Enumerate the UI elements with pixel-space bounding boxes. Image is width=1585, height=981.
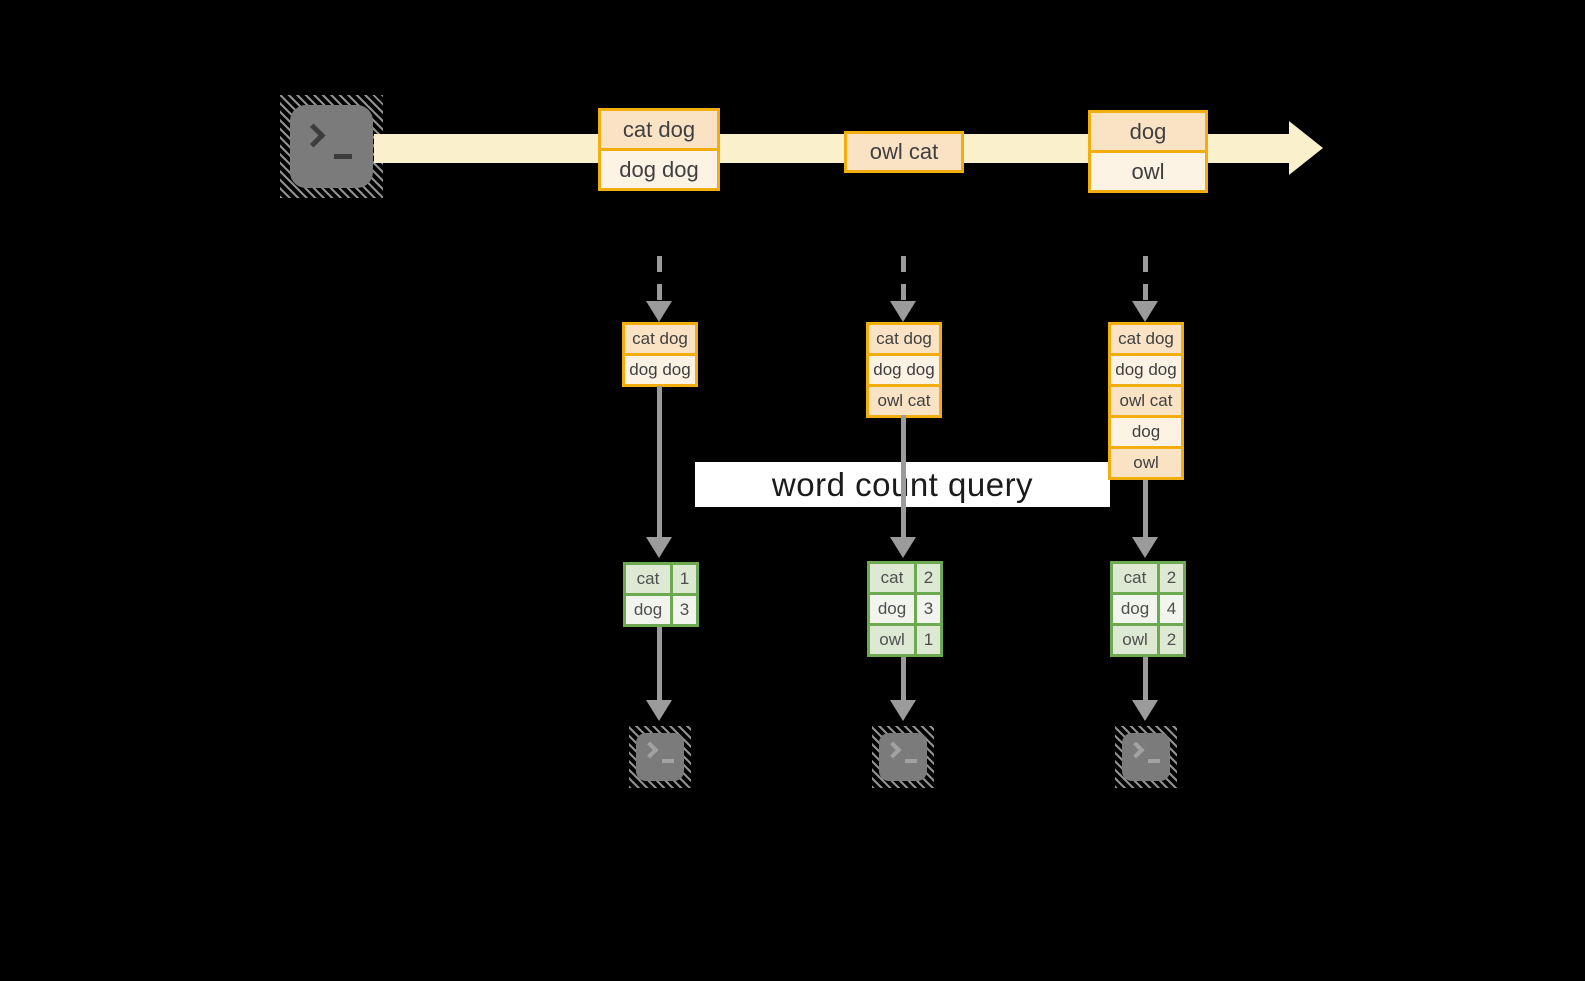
ingest-arrow-line-3 bbox=[1143, 256, 1148, 302]
query-arrow-line-2 bbox=[901, 415, 906, 538]
count-word: owl bbox=[1113, 626, 1157, 654]
terminal-screen bbox=[636, 733, 684, 781]
count-value: 2 bbox=[917, 564, 940, 592]
state-line: cat dog bbox=[1111, 325, 1181, 353]
output-arrowhead-icon-2 bbox=[890, 700, 916, 721]
state-line: dog bbox=[1111, 418, 1181, 446]
stream-event-line: owl bbox=[1091, 153, 1205, 190]
output-terminal-icon-2 bbox=[872, 726, 934, 788]
count-value: 3 bbox=[673, 596, 696, 624]
count-word: cat bbox=[626, 565, 670, 593]
accumulated-state-box-3: cat dog dog dog owl cat dog owl bbox=[1108, 322, 1184, 480]
output-arrow-line-2 bbox=[901, 657, 906, 701]
state-line: dog dog bbox=[869, 356, 939, 384]
count-table-3: cat 2 dog 4 owl 2 bbox=[1110, 561, 1186, 657]
output-terminal-icon-1 bbox=[629, 726, 691, 788]
query-arrowhead-icon-2 bbox=[890, 537, 916, 558]
terminal-screen bbox=[1122, 733, 1170, 781]
count-value: 1 bbox=[917, 626, 940, 654]
prompt-cursor-icon bbox=[905, 759, 917, 763]
count-value: 1 bbox=[673, 565, 696, 593]
ingest-arrowhead-icon-3 bbox=[1132, 301, 1158, 322]
accumulated-state-box-2: cat dog dog dog owl cat bbox=[866, 322, 942, 418]
state-line: dog dog bbox=[625, 356, 695, 384]
output-arrowhead-icon-1 bbox=[646, 700, 672, 721]
prompt-chevron-icon bbox=[884, 741, 902, 759]
stream-event-line: dog dog bbox=[601, 151, 717, 188]
stream-event-line: owl cat bbox=[847, 134, 961, 170]
stream-event-box-3: dog owl bbox=[1088, 110, 1208, 193]
count-table-2: cat 2 dog 3 owl 1 bbox=[867, 561, 943, 657]
query-arrowhead-icon-1 bbox=[646, 537, 672, 558]
count-word: cat bbox=[1113, 564, 1157, 592]
stream-event-box-1: cat dog dog dog bbox=[598, 108, 720, 191]
stream-event-line: dog bbox=[1091, 113, 1205, 150]
state-line: owl cat bbox=[869, 387, 939, 415]
output-arrowhead-icon-3 bbox=[1132, 700, 1158, 721]
state-line: dog dog bbox=[1111, 356, 1181, 384]
source-terminal-icon bbox=[280, 95, 383, 198]
prompt-chevron-icon bbox=[301, 123, 326, 148]
output-arrow-line-1 bbox=[657, 627, 662, 701]
count-word: dog bbox=[626, 596, 670, 624]
count-word: dog bbox=[870, 595, 914, 623]
stream-event-box-2: owl cat bbox=[844, 131, 964, 173]
accumulated-state-box-1: cat dog dog dog bbox=[622, 322, 698, 387]
state-line: owl cat bbox=[1111, 387, 1181, 415]
count-word: owl bbox=[870, 626, 914, 654]
state-line: cat dog bbox=[625, 325, 695, 353]
prompt-cursor-icon bbox=[1148, 759, 1160, 763]
stream-timeline-arrowhead-icon bbox=[1289, 121, 1323, 175]
ingest-arrow-line-2 bbox=[901, 256, 906, 302]
prompt-chevron-icon bbox=[641, 741, 659, 759]
query-arrow-line-1 bbox=[657, 386, 662, 538]
prompt-chevron-icon bbox=[1127, 741, 1145, 759]
terminal-screen bbox=[290, 105, 373, 188]
count-word: dog bbox=[1113, 595, 1157, 623]
count-word: cat bbox=[870, 564, 914, 592]
query-arrowhead-icon-3 bbox=[1132, 537, 1158, 558]
state-line: cat dog bbox=[869, 325, 939, 353]
terminal-screen bbox=[879, 733, 927, 781]
output-terminal-icon-3 bbox=[1115, 726, 1177, 788]
count-table-1: cat 1 dog 3 bbox=[623, 562, 699, 627]
state-line: owl bbox=[1111, 449, 1181, 477]
ingest-arrowhead-icon-1 bbox=[646, 301, 672, 322]
stream-event-line: cat dog bbox=[601, 111, 717, 148]
ingest-arrowhead-icon-2 bbox=[890, 301, 916, 322]
query-arrow-line-3 bbox=[1143, 480, 1148, 538]
count-value: 2 bbox=[1160, 564, 1183, 592]
count-value: 4 bbox=[1160, 595, 1183, 623]
count-value: 3 bbox=[917, 595, 940, 623]
prompt-cursor-icon bbox=[334, 154, 352, 159]
count-value: 2 bbox=[1160, 626, 1183, 654]
ingest-arrow-line-1 bbox=[657, 256, 662, 302]
output-arrow-line-3 bbox=[1143, 657, 1148, 701]
prompt-cursor-icon bbox=[662, 759, 674, 763]
